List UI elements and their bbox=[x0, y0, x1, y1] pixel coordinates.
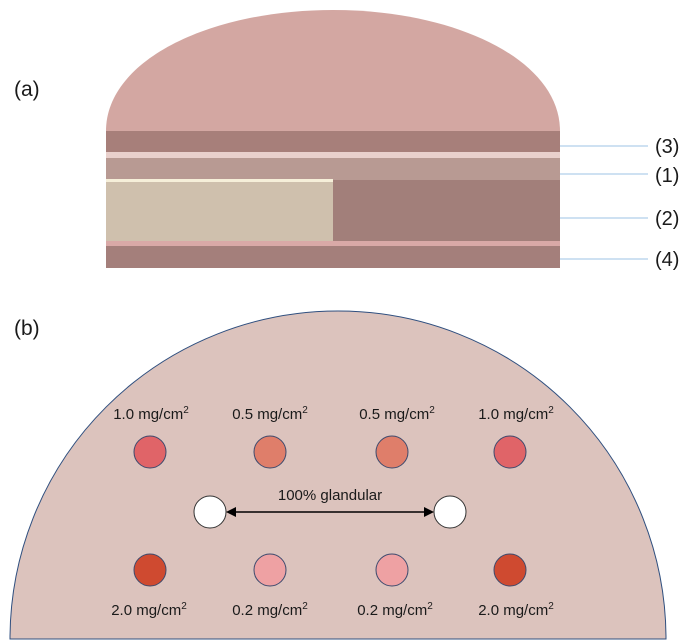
insert-dot-top-1 bbox=[133, 435, 167, 469]
insert-dot-top-3 bbox=[375, 435, 409, 469]
layer-label-1: (1) bbox=[655, 165, 679, 187]
bottom-label-4: 2.0 mg/cm2 bbox=[478, 601, 554, 619]
layer-1 bbox=[106, 158, 560, 180]
bottom-label-3: 0.2 mg/cm2 bbox=[357, 601, 433, 619]
panel-b-label: (b) bbox=[14, 317, 40, 340]
layer-4 bbox=[106, 246, 560, 268]
layer-label-4: (4) bbox=[655, 249, 679, 271]
top-label-3: 0.5 mg/cm2 bbox=[359, 405, 435, 423]
panel-a-label: (a) bbox=[14, 78, 40, 101]
insert-block bbox=[106, 180, 333, 241]
insert-dot-bottom-3 bbox=[375, 553, 409, 587]
glandular-dot-left bbox=[193, 495, 227, 529]
phantom-half-disc bbox=[9, 310, 667, 640]
top-label-1: 1.0 mg/cm2 bbox=[113, 405, 189, 423]
glandular-dot-right bbox=[433, 495, 467, 529]
insert-edge bbox=[106, 179, 333, 182]
bottom-label-1: 2.0 mg/cm2 bbox=[111, 601, 187, 619]
glandular-arrowhead-right bbox=[424, 507, 434, 517]
insert-dot-top-4 bbox=[493, 435, 527, 469]
glandular-arrowhead-left bbox=[226, 507, 236, 517]
layer-gap-pink bbox=[106, 241, 560, 246]
phantom-dome bbox=[106, 10, 560, 131]
top-label-4: 1.0 mg/cm2 bbox=[478, 405, 554, 423]
insert-dot-bottom-4 bbox=[493, 553, 527, 587]
insert-dot-bottom-2 bbox=[253, 553, 287, 587]
insert-dot-bottom-1 bbox=[133, 553, 167, 587]
layer-3 bbox=[106, 131, 560, 152]
layer-label-2: (2) bbox=[655, 208, 679, 230]
layer-gap-light bbox=[106, 152, 560, 158]
layer-label-3: (3) bbox=[655, 136, 679, 158]
top-label-2: 0.5 mg/cm2 bbox=[232, 405, 308, 423]
bottom-label-2: 0.2 mg/cm2 bbox=[232, 601, 308, 619]
insert-dot-top-2 bbox=[253, 435, 287, 469]
glandular-label: 100% glandular bbox=[278, 487, 382, 504]
